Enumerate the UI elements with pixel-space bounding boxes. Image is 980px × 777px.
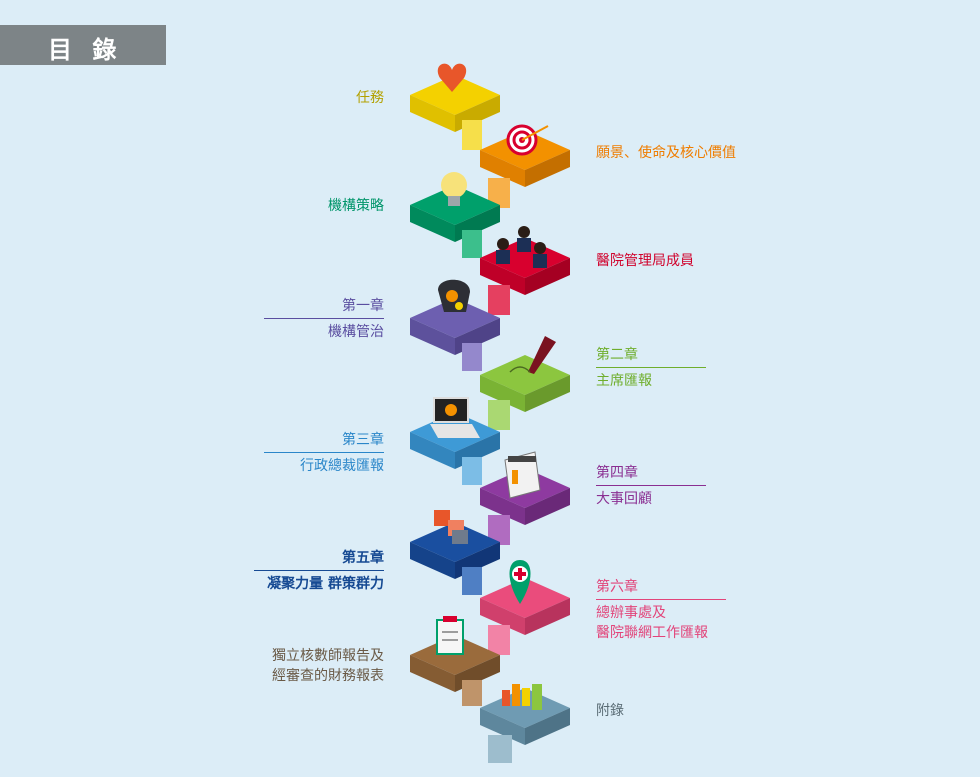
step-ch1[interactable] — [410, 298, 500, 371]
entry-title: 大事回顧 — [596, 491, 652, 507]
entry-title: 機構管治 — [328, 324, 384, 340]
people-icon — [496, 226, 547, 268]
step-mission[interactable] — [410, 75, 500, 150]
step-ch6[interactable] — [480, 578, 570, 655]
entry-title: 總辦事處及 — [596, 605, 666, 621]
toc-audit[interactable]: 獨立核數師報告及 經審查的財務報表 — [272, 646, 384, 686]
step-vision[interactable] — [480, 130, 570, 208]
toc-members[interactable]: 醫院管理局成員 — [596, 251, 694, 271]
chapter-number: 第六章 — [596, 579, 638, 595]
toc-chapter-3[interactable]: 第三章 行政總裁匯報 — [264, 430, 384, 476]
heart-icon — [437, 63, 467, 92]
toc-vision[interactable]: 願景、使命及核心價值 — [596, 143, 736, 163]
page-title: 目 錄 — [48, 36, 123, 64]
step-members[interactable] — [480, 238, 570, 315]
entry-title: 附錄 — [596, 703, 624, 719]
target-icon — [506, 124, 549, 156]
step-audit[interactable] — [410, 635, 500, 706]
toc-chapter-2[interactable]: 第二章 主席匯報 — [596, 345, 706, 391]
toc-chapter-5[interactable]: 第五章 凝聚力量 群策群力 — [254, 548, 384, 594]
toc-strategy[interactable]: 機構策略 — [328, 196, 384, 216]
chapter-number: 第四章 — [596, 465, 638, 481]
laptop-icon — [430, 397, 480, 438]
entry-title-line-2: 醫院聯網工作匯報 — [596, 625, 708, 641]
chapter-number: 第一章 — [342, 298, 384, 314]
clipboard-icon — [436, 616, 464, 655]
entry-title: 凝聚力量 群策群力 — [267, 576, 384, 592]
divider — [596, 485, 706, 486]
map-pin-cross-icon — [509, 560, 531, 604]
entry-title-line-2: 經審查的財務報表 — [272, 668, 384, 684]
chapter-number: 第三章 — [342, 432, 384, 448]
gears-head-icon — [438, 279, 470, 312]
calendar-icon — [504, 451, 541, 499]
toc-chapter-4[interactable]: 第四章 大事回顧 — [596, 463, 706, 509]
entry-title: 主席匯報 — [596, 373, 652, 389]
section-tab: 目 錄 — [0, 25, 166, 65]
entry-title: 獨立核數師報告及 — [272, 648, 384, 664]
entry-title: 行政總裁匯報 — [300, 458, 384, 474]
toc-appendix[interactable]: 附錄 — [596, 701, 624, 721]
divider — [596, 599, 726, 600]
pen-icon — [509, 336, 556, 374]
entry-title: 醫院管理局成員 — [596, 253, 694, 269]
lightbulb-icon — [441, 172, 467, 206]
puzzle-icon — [434, 510, 468, 544]
entry-title: 任務 — [356, 90, 384, 106]
divider — [596, 367, 706, 368]
divider — [254, 570, 384, 571]
divider — [264, 318, 384, 319]
entry-title: 機構策略 — [328, 198, 384, 214]
step-ch2[interactable] — [480, 355, 570, 430]
toc-mission[interactable]: 任務 — [356, 88, 384, 108]
chapter-number: 第二章 — [596, 347, 638, 363]
toc-chapter-1[interactable]: 第一章 機構管治 — [264, 296, 384, 342]
toc-chapter-6[interactable]: 第六章 總辦事處及 醫院聯網工作匯報 — [596, 577, 726, 643]
chapter-number: 第五章 — [342, 550, 384, 566]
divider — [264, 452, 384, 453]
bar-chart-icon — [502, 684, 542, 710]
entry-title: 願景、使命及核心價值 — [596, 145, 736, 161]
